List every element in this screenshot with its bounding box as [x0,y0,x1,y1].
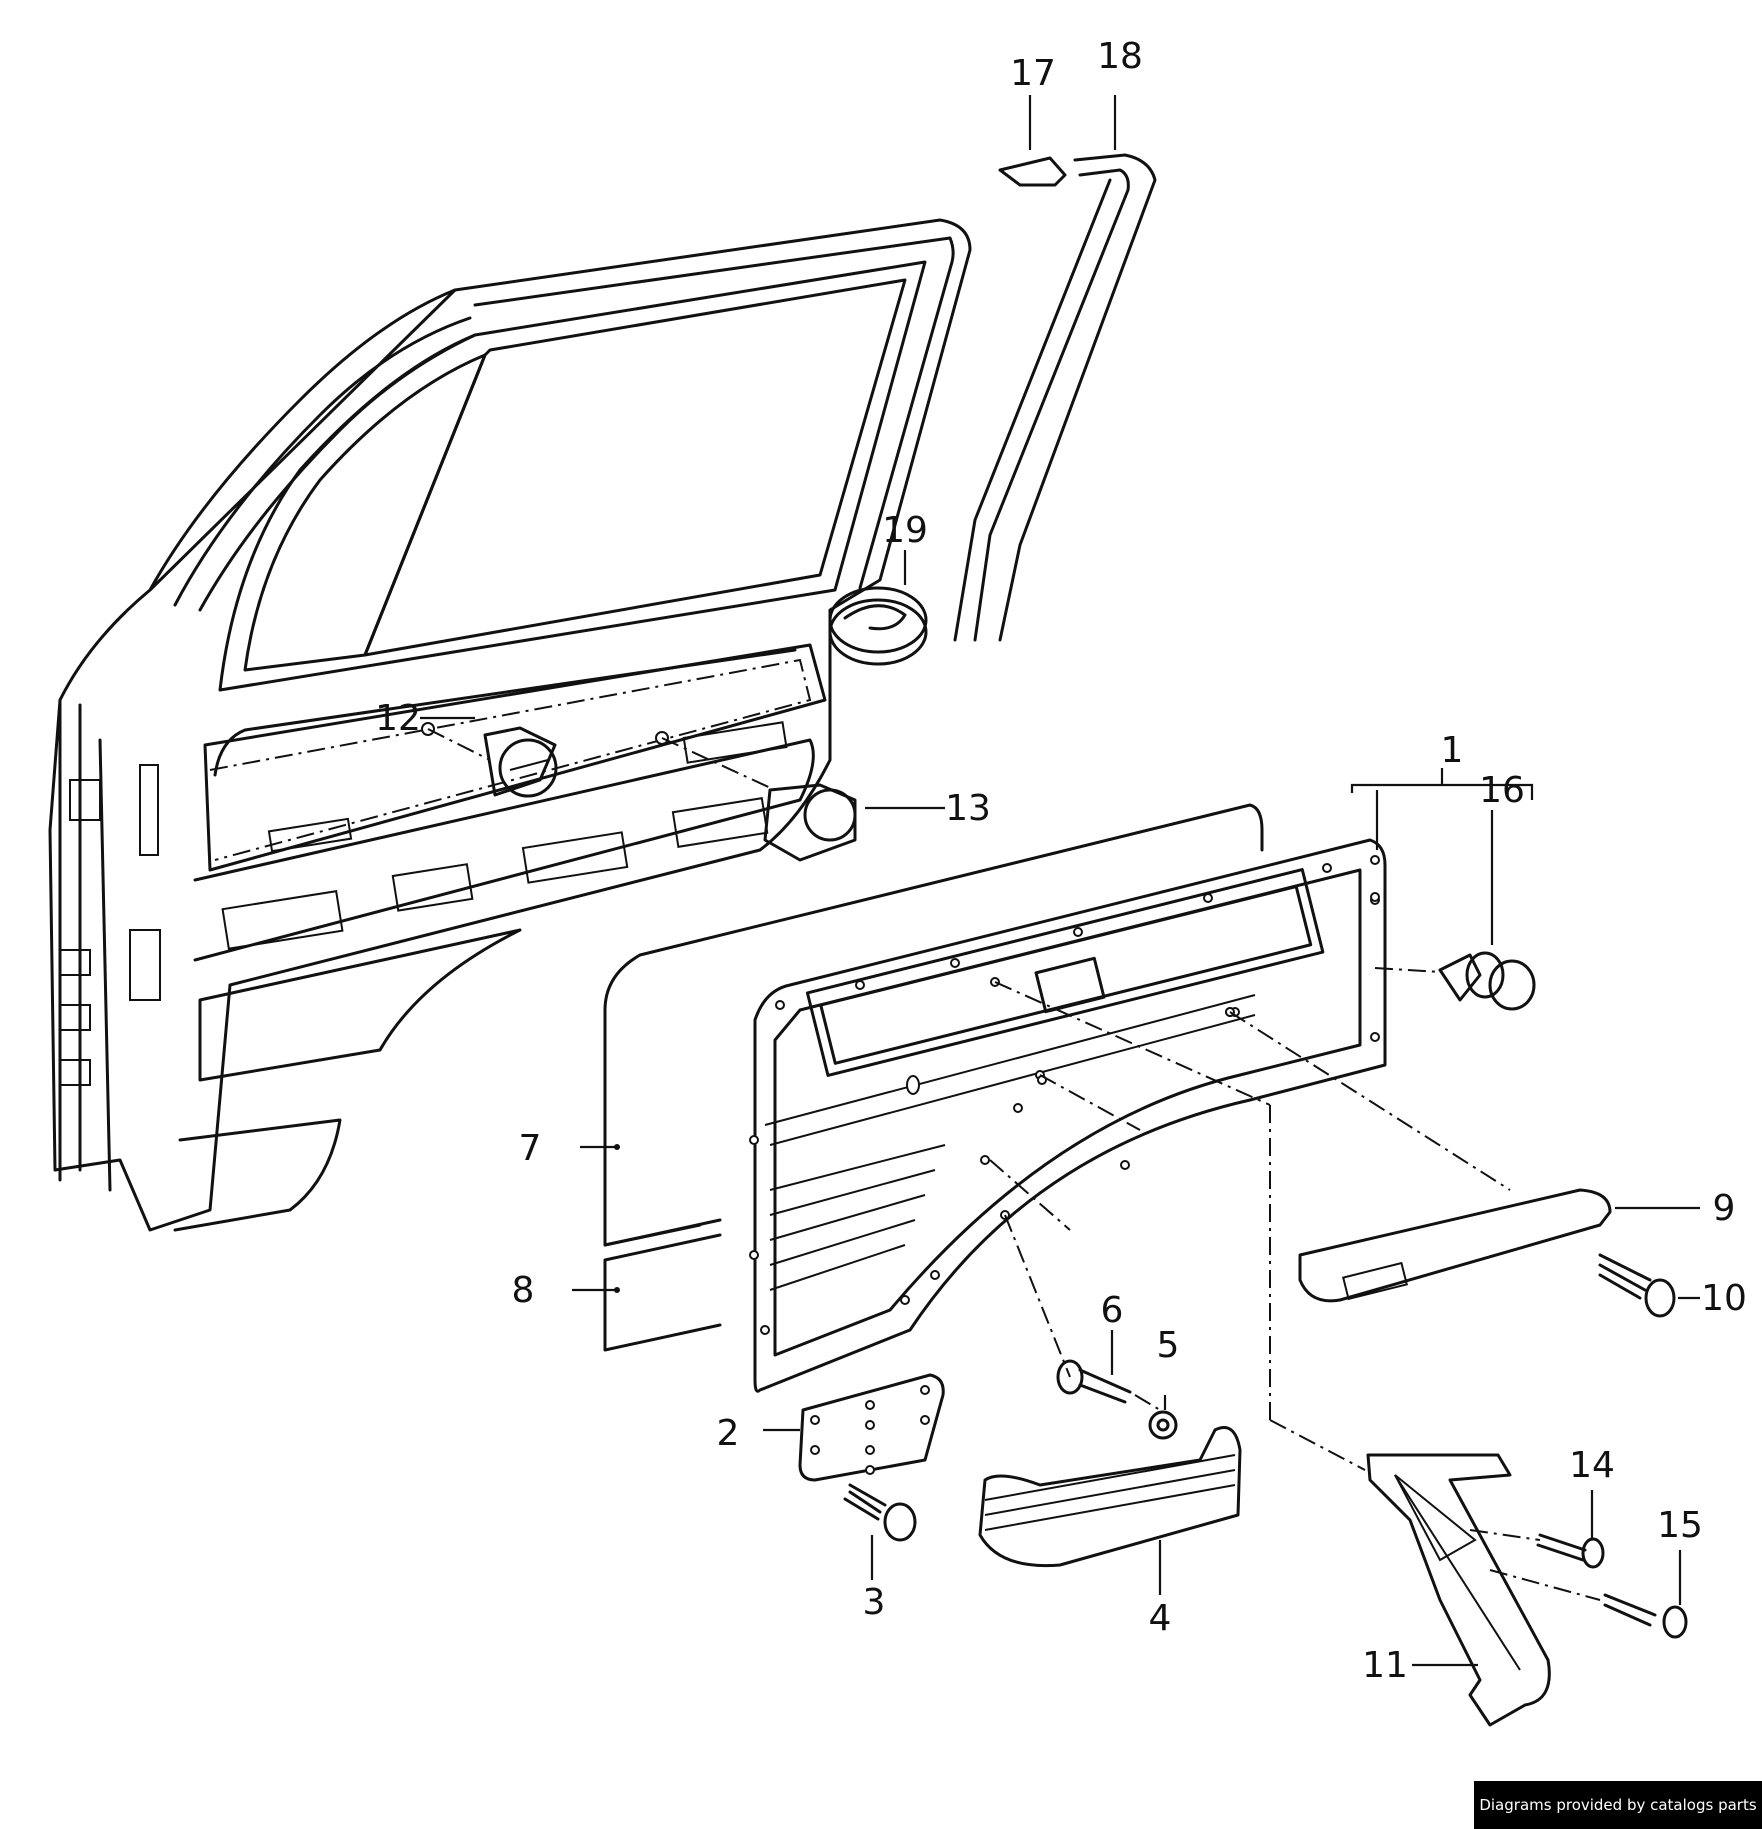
part-11-handle-bracket [1366,1453,1551,1727]
callout-8: 8 [512,1270,535,1311]
callout-7: 7 [519,1128,542,1169]
callout-14: 14 [1569,1445,1615,1486]
callout-16: 16 [1479,770,1525,811]
part-1-trim-panel [749,838,1387,1393]
callout-4: 4 [1149,1598,1172,1639]
assembly-lines [989,967,1601,1601]
callout-labels: 1 2 3 4 5 6 7 8 9 10 11 12 13 14 15 16 1… [375,36,1747,1686]
part-10-screw [1598,1253,1676,1318]
credit-badge: Diagrams provided by catalogs parts [1474,1781,1762,1829]
leader-lines [420,95,1700,1667]
callout-6: 6 [1101,1290,1124,1331]
callout-11: 11 [1362,1645,1408,1686]
part-16-trim-clip [1438,951,1536,1011]
callout-18: 18 [1097,36,1143,77]
part-3-screw [843,1483,917,1542]
callout-19: 19 [882,510,928,551]
part-18-weatherstrip [953,153,1157,642]
callout-12: 12 [375,698,421,739]
callout-3: 3 [863,1582,886,1623]
part-6-screw [1056,1359,1132,1404]
callout-1: 1 [1441,730,1464,771]
part-5-washer [1148,1410,1178,1440]
part-4-armrest-pocket [978,1426,1242,1568]
part-14-screw [1536,1533,1605,1569]
part-12-window-crank [427,726,558,798]
part-17-seal-piece [998,156,1067,187]
part-13-door-handle [661,737,857,862]
callout-10: 10 [1701,1278,1747,1319]
part-19-seal-roll [828,586,928,666]
callout-5: 5 [1157,1325,1180,1366]
callout-17: 17 [1010,53,1056,94]
callout-15: 15 [1657,1505,1703,1546]
callout-13: 13 [945,788,991,829]
part-7-liner [603,803,1264,1247]
part-9-pull-handle [1298,1188,1612,1303]
callout-9: 9 [1713,1188,1736,1229]
part-8-liner [603,1233,722,1352]
door-shell [48,218,972,1232]
callout-2: 2 [717,1413,740,1454]
part-15-screw [1603,1593,1688,1639]
part-2-mounting-plate [798,1373,945,1482]
